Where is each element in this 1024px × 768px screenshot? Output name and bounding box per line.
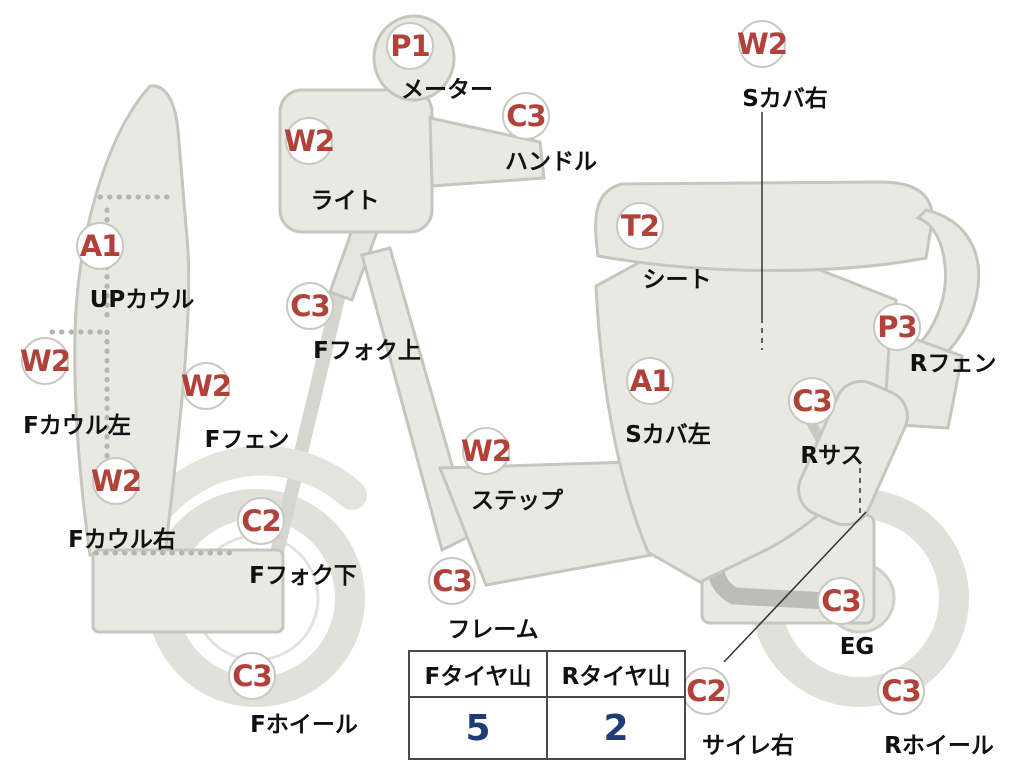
marker-label-up-cowl: UPカウル — [89, 287, 195, 313]
rear-tire-tread-value: 2 — [546, 696, 686, 760]
marker-label-silencer-right: サイレ右 — [702, 733, 794, 759]
marker-badge-r-fender: P3 — [873, 303, 921, 351]
marker-badge-frame: C3 — [428, 557, 476, 605]
marker-label-meter: メーター — [401, 77, 493, 103]
marker-badge-f-fender: W2 — [181, 362, 232, 410]
marker-label-f-cowl-right: Fカウル右 — [68, 527, 176, 553]
marker-label-f-cowl-left: Fカウル左 — [23, 413, 131, 439]
marker-badge-light: W2 — [284, 117, 335, 165]
marker-label-r-fender: Rフェン — [909, 351, 997, 377]
marker-badge-s-cover-left: A1 — [626, 357, 674, 405]
front-tire-tread-value: 5 — [408, 696, 548, 760]
tire-tread-table: Fタイヤ山 Rタイヤ山 5 2 — [408, 650, 686, 760]
marker-label-step: ステップ — [471, 488, 563, 514]
lower-cowl-shape — [91, 548, 285, 634]
tire-table-value-row: 5 2 — [408, 696, 686, 760]
handlebar-shape — [428, 116, 546, 188]
muffler-shape — [797, 379, 909, 527]
marker-badge-r-wheel: C3 — [877, 667, 925, 715]
front-cowl-shape — [73, 84, 191, 557]
marker-badge-silencer-right: C2 — [682, 667, 730, 715]
marker-badge-step: W2 — [461, 427, 512, 475]
marker-badge-f-cowl-right: W2 — [91, 457, 142, 505]
marker-badge-handle: C3 — [502, 92, 550, 140]
marker-label-light: ライト — [310, 188, 380, 214]
marker-label-f-fork-upper: Fフォク上 — [313, 338, 421, 364]
marker-badge-up-cowl: A1 — [76, 222, 124, 270]
marker-label-frame: フレーム — [447, 617, 539, 643]
marker-badge-engine: C3 — [817, 577, 865, 625]
marker-badge-meter: P1 — [386, 22, 434, 70]
front-tire-tread-header: Fタイヤ山 — [408, 650, 548, 698]
marker-label-s-cover-left: Sカバ左 — [625, 422, 711, 448]
marker-badge-seat: T2 — [616, 202, 664, 250]
marker-label-f-fork-lower: Fフォク下 — [249, 563, 357, 589]
rear-tire-tread-header: Rタイヤ山 — [546, 650, 686, 698]
marker-label-f-fender: Fフェン — [204, 427, 290, 453]
marker-label-handle: ハンドル — [505, 149, 597, 175]
marker-badge-f-fork-lower: C2 — [237, 497, 285, 545]
marker-badge-f-fork-upper: C3 — [286, 282, 334, 330]
marker-label-r-wheel: Rホイール — [884, 733, 994, 759]
marker-label-engine: EG — [839, 634, 875, 660]
tire-table-header-row: Fタイヤ山 Rタイヤ山 — [408, 650, 686, 698]
marker-label-seat: シート — [642, 267, 712, 293]
marker-label-f-wheel: Fホイール — [250, 712, 358, 738]
marker-badge-f-wheel: C3 — [228, 652, 276, 700]
marker-label-s-cover-right: Sカバ右 — [742, 86, 828, 112]
marker-badge-r-suspension: C3 — [788, 377, 836, 425]
marker-badge-s-cover-right: W2 — [737, 20, 788, 68]
marker-badge-f-cowl-left: W2 — [20, 337, 71, 385]
marker-label-r-suspension: Rサス — [800, 443, 864, 469]
front-fender-shape — [147, 445, 367, 520]
